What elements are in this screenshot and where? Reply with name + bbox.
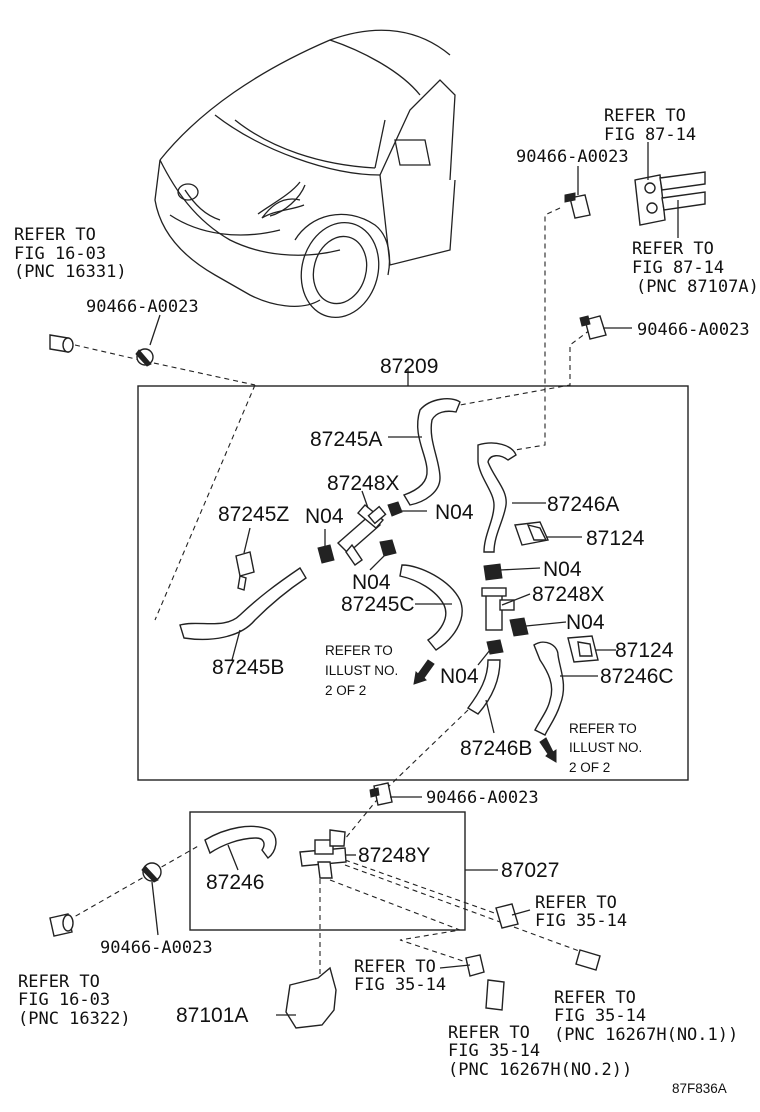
label-hose-87245A: 87245A [310, 428, 382, 451]
hose-87245B [179, 567, 307, 641]
pipe-left-top [49, 334, 74, 353]
label-clip-top: 90466-A0023 [516, 147, 629, 167]
label-refer-87-14-b-b: FIG 87-14 [632, 258, 724, 278]
clamp-N04-b [317, 544, 335, 564]
label-clamp-N04-a: N04 [435, 501, 474, 524]
label-refer-35-14-d-b: FIG 35-14 [448, 1041, 540, 1061]
arrow-right-icon [539, 737, 557, 763]
label-refer-35-14-c-c: (PNC 16267H(NO.1)) [554, 1025, 738, 1045]
valve-87248Y [299, 829, 347, 879]
leader-lines [149, 142, 679, 1016]
label-refer-35-14-a-a: REFER TO [535, 893, 617, 913]
label-clip-87245Z: 87245Z [218, 503, 289, 526]
clip-top [564, 192, 591, 219]
clip-right [579, 315, 607, 340]
clamp-N04-e [509, 617, 529, 637]
clip-35-14-b [465, 954, 485, 977]
label-valve-87248X-top: 87248X [327, 472, 399, 495]
label-refer-16-03-top-c: (PNC 16331) [14, 262, 127, 282]
hose-87246B [466, 659, 501, 715]
label-refer-87-14-top-a: REFER TO [604, 106, 686, 126]
bracket-87101A [285, 966, 337, 1029]
label-illust-right-b: ILLUST NO. [569, 740, 642, 755]
label-illust-right-a: REFER TO [569, 721, 637, 736]
label-illust-left-a: REFER TO [325, 643, 393, 658]
label-clamp-N04-c: N04 [352, 571, 391, 594]
label-illust-left-c: 2 OF 2 [325, 683, 366, 698]
hose-87246 [204, 825, 277, 859]
hose-87246C [533, 641, 565, 736]
vehicle-illustration [154, 29, 456, 319]
label-illust-left-b: ILLUST NO. [325, 663, 398, 678]
grommet-top-right [634, 171, 706, 226]
label-clip-87124-a: 87124 [586, 527, 645, 550]
valve-87248X-mid [481, 587, 515, 631]
label-hose-87246A: 87246A [547, 493, 619, 516]
label-assy-87027: 87027 [501, 859, 559, 882]
label-refer-16-03-bot-b: FIG 16-03 [18, 990, 110, 1010]
label-refer-35-14-a-b: FIG 35-14 [535, 911, 627, 931]
label-hose-87246C: 87246C [600, 665, 674, 688]
clip-lower-left [141, 862, 162, 883]
label-clamp-N04-b: N04 [305, 505, 344, 528]
label-refer-16-03-top-b: FIG 16-03 [14, 244, 106, 264]
label-refer-35-14-c-a: REFER TO [554, 988, 636, 1008]
clip-87124-b [567, 635, 599, 663]
label-refer-87-14-b-c: (PNC 87107A) [636, 277, 759, 297]
valve-87248X-upper [336, 504, 387, 566]
label-valve-87248X-mid: 87248X [532, 583, 604, 606]
clip-35-14-a [495, 903, 519, 929]
clip-left [135, 348, 154, 367]
clip-mid [369, 782, 393, 806]
pipe-left-bottom [49, 913, 74, 937]
label-hose-87245C: 87245C [341, 593, 415, 616]
label-refer-35-14-b-a: REFER TO [354, 957, 436, 977]
label-hose-87246: 87246 [206, 871, 264, 894]
arrow-left-icon [413, 659, 435, 685]
label-refer-87-14-top-b: FIG 87-14 [604, 125, 696, 145]
label-diagram-code: 87F836A [672, 1081, 727, 1096]
label-illust-right-c: 2 OF 2 [569, 760, 610, 775]
clamp-N04-f [486, 639, 504, 655]
clip-87124-a [514, 521, 549, 546]
label-clip-mid: 90466-A0023 [426, 788, 539, 808]
label-clip-87124-b: 87124 [615, 639, 674, 662]
label-refer-35-14-d-c: (PNC 16267H(NO.2)) [448, 1060, 632, 1080]
label-hose-87245B: 87245B [212, 656, 284, 679]
pipe-35-14-c [575, 949, 601, 971]
label-assy-87209: 87209 [380, 355, 438, 378]
hose-87245A [402, 398, 461, 506]
label-refer-35-14-c-b: FIG 35-14 [554, 1006, 646, 1026]
hose-87246A [477, 442, 517, 553]
label-clamp-N04-d: N04 [543, 558, 582, 581]
label-refer-16-03-bot-c: (PNC 16322) [18, 1009, 131, 1029]
assembly-box-87027 [189, 811, 466, 931]
label-clamp-N04-e: N04 [566, 611, 605, 634]
label-refer-87-14-b-a: REFER TO [632, 239, 714, 259]
assembly-box-87209 [137, 385, 689, 781]
label-clip-right: 90466-A0023 [637, 320, 750, 340]
label-clip-lower-left: 90466-A0023 [100, 938, 213, 958]
label-refer-35-14-d-a: REFER TO [448, 1023, 530, 1043]
clamp-N04-c [379, 539, 397, 557]
label-refer-16-03-top-a: REFER TO [14, 225, 96, 245]
label-clip-left: 90466-A0023 [86, 297, 199, 317]
label-refer-35-14-b-b: FIG 35-14 [354, 975, 446, 995]
label-bracket-87101A: 87101A [176, 1004, 248, 1027]
label-valve-87248Y: 87248Y [358, 844, 430, 867]
clamp-N04-a [387, 501, 403, 517]
label-refer-16-03-bot-a: REFER TO [18, 972, 100, 992]
hose-87245C [399, 564, 463, 651]
pipe-35-14-d [485, 979, 505, 1011]
clamp-N04-d [483, 563, 503, 581]
label-hose-87246B: 87246B [460, 737, 532, 760]
label-clamp-N04-f: N04 [440, 665, 479, 688]
clip-87245Z [235, 551, 255, 591]
